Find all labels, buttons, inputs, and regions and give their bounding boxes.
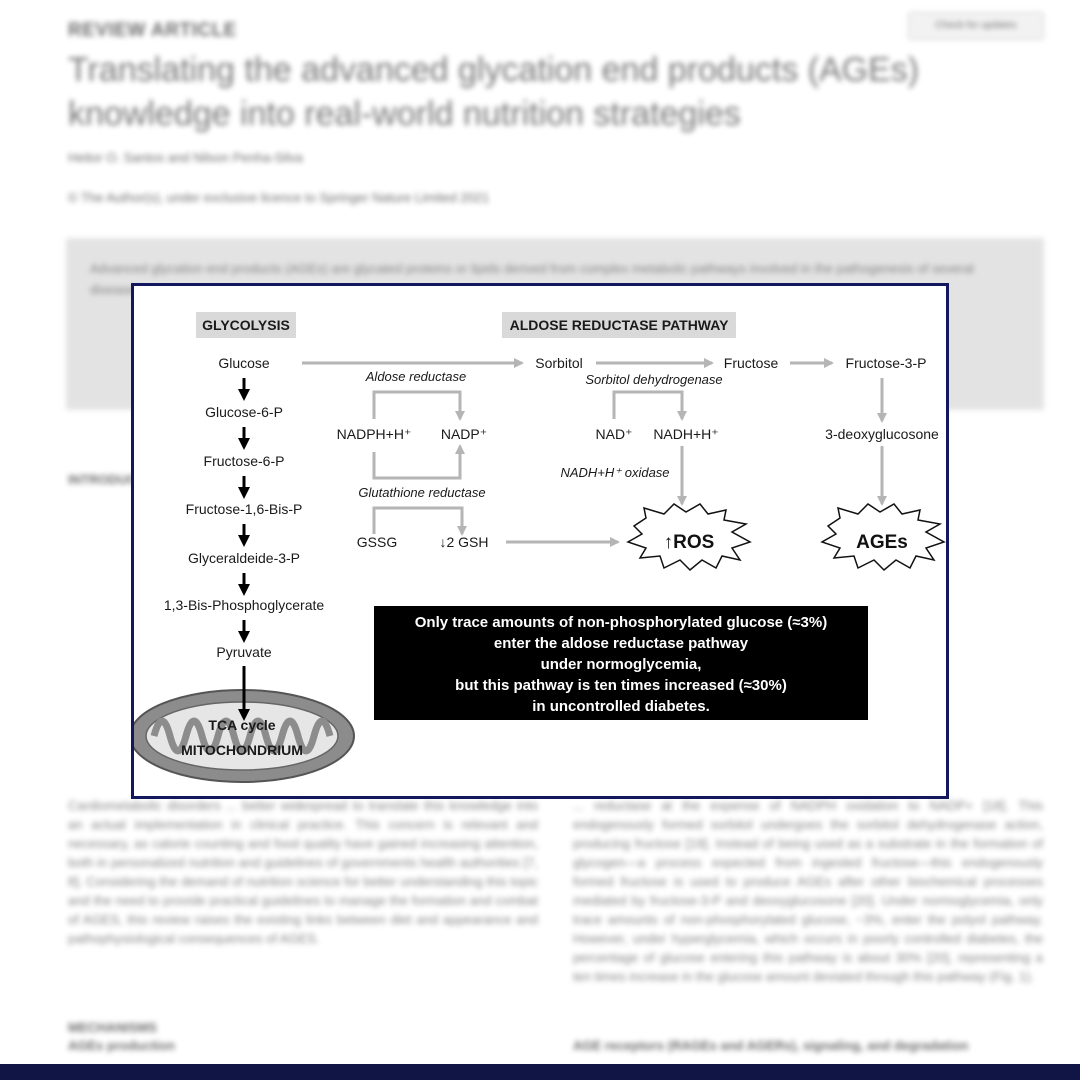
nadh-oxidase-label: NADH+H⁺ oxidase: [560, 465, 669, 480]
article-type: REVIEW ARTICLE: [68, 20, 237, 41]
deoxyglucosone-label: 3-deoxyglucosone: [825, 426, 939, 442]
article-copyright: © The Author(s), under exclusive licence…: [68, 190, 490, 205]
aldose-header: ALDOSE REDUCTASE PATHWAY: [510, 317, 729, 333]
ages-production-heading: AGEs production: [68, 1038, 175, 1053]
article-title: Translating the advanced glycation end p…: [68, 48, 968, 136]
step-fructose-1-6-bis-p: Fructose-1,6-Bis-P: [186, 501, 303, 517]
note-line: but this pathway is ten times increased …: [455, 677, 787, 694]
step-pyruvate: Pyruvate: [216, 644, 271, 660]
note-line: in uncontrolled diabetes.: [532, 698, 710, 715]
tca-cycle-label: TCA cycle: [208, 717, 275, 733]
sorbitol-dehydrogenase-label: Sorbitol dehydrogenase: [585, 372, 722, 387]
title-line-2: knowledge into real-world nutrition stra…: [68, 95, 741, 133]
article-authors: Heitor O. Santos and Nilson Penha-Silva: [68, 150, 303, 165]
mitochondrium-label: MITOCHONDRIUM: [181, 742, 303, 758]
glutathione-reductase-label: Glutathione reductase: [358, 485, 485, 500]
nadph-label: NADPH+H⁺: [337, 426, 412, 442]
right-column-text: ... reductase at the expense of NADPH ox…: [573, 798, 1043, 984]
step-glucose: Glucose: [218, 355, 270, 371]
check-updates-button[interactable]: Check for updates: [908, 12, 1044, 40]
step-glyceraldeide-3-p: Glyceraldeide-3-P: [188, 550, 300, 566]
left-column-text: Cardiometabolic disorders ... better wid…: [68, 798, 538, 946]
glycolysis-header: GLYCOLYSIS: [202, 317, 290, 333]
ros-label: ↑ROS: [664, 532, 715, 553]
nad-loop-arrow: [612, 390, 687, 421]
glycolysis-header-bg: [196, 312, 296, 338]
ages-burst-icon: [820, 503, 946, 572]
nadp-label: NADP⁺: [441, 426, 487, 442]
title-line-1: Translating the advanced glycation end p…: [68, 51, 920, 89]
nad-label: NAD⁺: [596, 426, 633, 442]
note-box: Only trace amounts of non-phosphorylated…: [374, 606, 868, 720]
nadph-loop-arrow: [372, 390, 465, 421]
fructose-3-p-label: Fructose-3-P: [846, 355, 927, 371]
ros-burst-icon: [626, 503, 752, 572]
note-line: under normoglycemia,: [540, 656, 702, 673]
aldose-arrows: [302, 358, 887, 547]
aldose-reductase-label: Aldose reductase: [365, 369, 466, 384]
pathway-diagram: GLYCOLYSIS ALDOSE REDUCTASE PATHWAY Gluc…: [134, 312, 946, 783]
ages-label: AGEs: [856, 532, 908, 553]
aldose-header-bg: [502, 312, 736, 338]
step-glucose-6-p: Glucose-6-P: [205, 404, 283, 420]
fructose-label: Fructose: [724, 355, 779, 371]
sorbitol-label: Sorbitol: [535, 355, 582, 371]
gsh-label: ↓2 GSH: [439, 534, 488, 550]
mechanisms-heading: MECHANISMS: [68, 1020, 157, 1035]
figure-panel: GLYCOLYSIS ALDOSE REDUCTASE PATHWAY Gluc…: [131, 283, 949, 799]
mitochondrion-icon: [134, 689, 355, 783]
bottom-bar: [0, 1064, 1080, 1080]
note-line: Only trace amounts of non-phosphorylated…: [414, 614, 828, 631]
nadp-up-arrow: [372, 444, 465, 480]
glutathione-loop-arrow: [372, 506, 467, 536]
gssg-label: GSSG: [357, 534, 397, 550]
step-bisphosphoglycerate: 1,3-Bis-Phosphoglycerate: [164, 597, 325, 613]
receptors-heading: AGE receptors (RAGEs and AGERs), signali…: [573, 1038, 969, 1053]
nadh-label: NADH+H⁺: [653, 426, 718, 442]
note-line: enter the aldose reductase pathway: [493, 635, 749, 652]
step-fructose-6-p: Fructose-6-P: [204, 453, 285, 469]
